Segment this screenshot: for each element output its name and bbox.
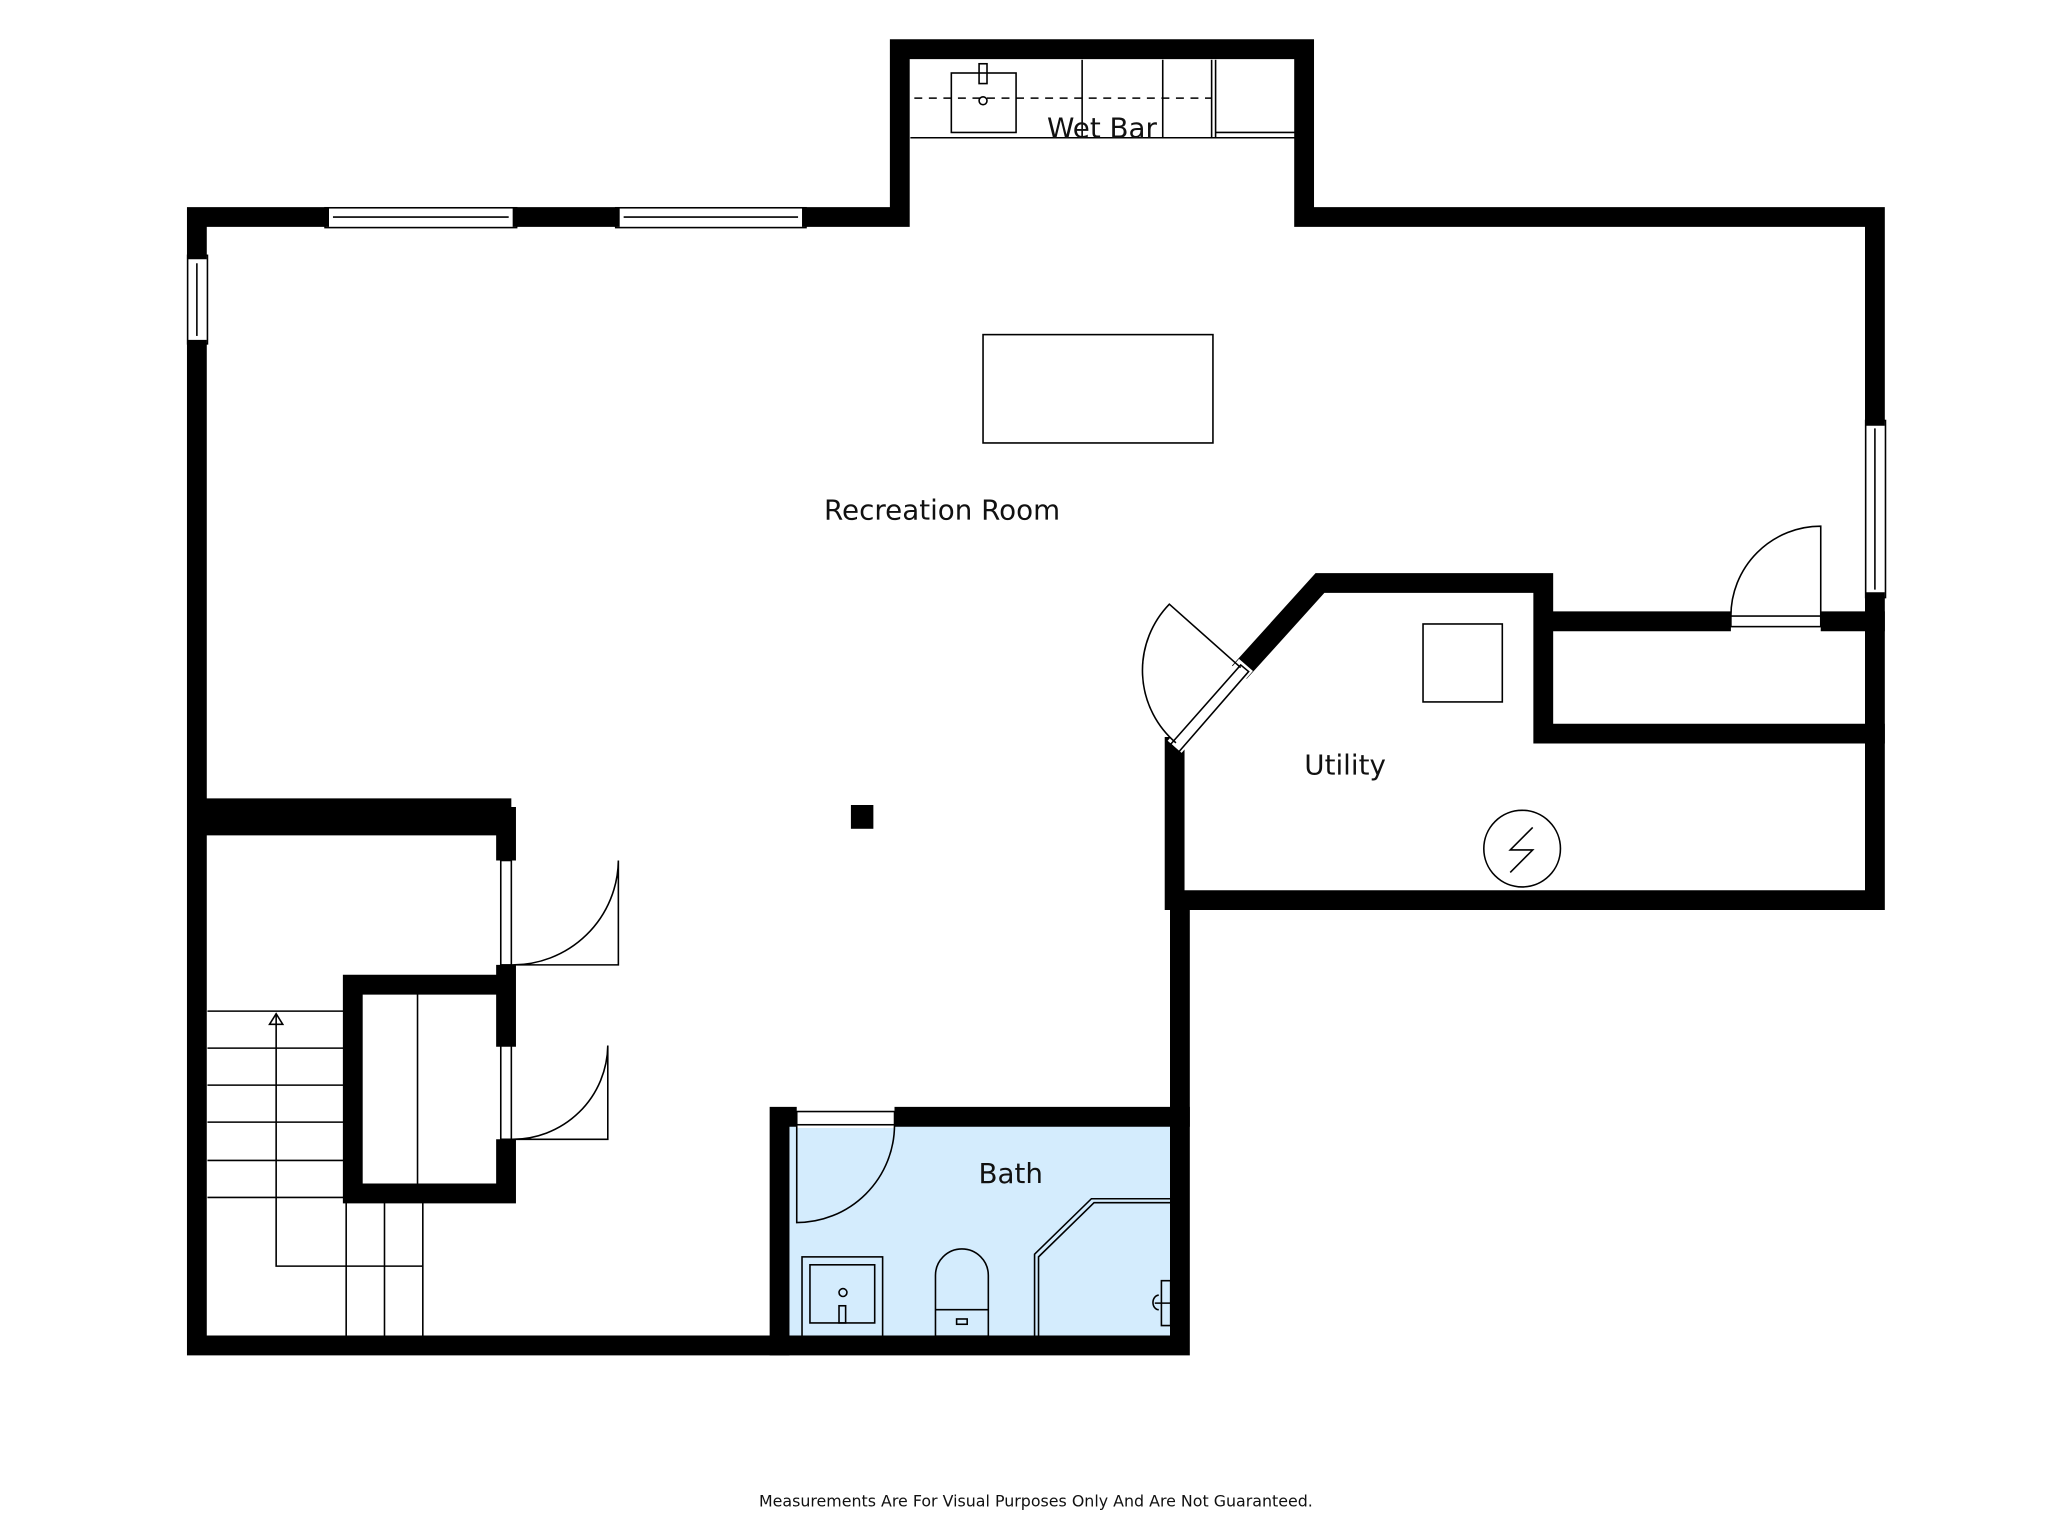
sink-icon: [950, 72, 1017, 134]
bath-fixtures: [801, 1197, 1172, 1339]
closet-door[interactable]: [1730, 525, 1822, 628]
exterior-wall: [186, 39, 1885, 1356]
closet-wall: [342, 806, 516, 1204]
room-label-utility: Utility: [1304, 749, 1386, 782]
disclaimer-footnote: Measurements Are For Visual Purposes Onl…: [759, 1492, 1313, 1511]
closet-door-lower[interactable]: [499, 1044, 609, 1141]
furnace: [1422, 623, 1504, 703]
arrow-up-icon: [275, 1013, 347, 1267]
toilet-icon: [934, 1248, 990, 1337]
bath-wall: [769, 1106, 1190, 1356]
room-label-recreation-room: Recreation Room: [824, 494, 1060, 527]
bath-door[interactable]: [795, 1110, 896, 1224]
wet-bar-counter: [910, 59, 1295, 139]
room-label-wet-bar: Wet Bar: [1047, 112, 1158, 145]
shower-head-icon: [1152, 1279, 1172, 1327]
bath-floor: [788, 1124, 1171, 1338]
sink-icon: [801, 1256, 884, 1339]
stairs: [207, 1010, 424, 1337]
water-heater-icon: [1483, 809, 1562, 888]
table: [982, 333, 1214, 444]
windows: [185, 205, 1887, 599]
closet-door-upper[interactable]: [499, 859, 620, 966]
column: [850, 804, 874, 829]
shower-enclosure: [1033, 1197, 1171, 1337]
room-label-bath: Bath: [979, 1157, 1043, 1190]
utility-door[interactable]: [1141, 603, 1250, 754]
